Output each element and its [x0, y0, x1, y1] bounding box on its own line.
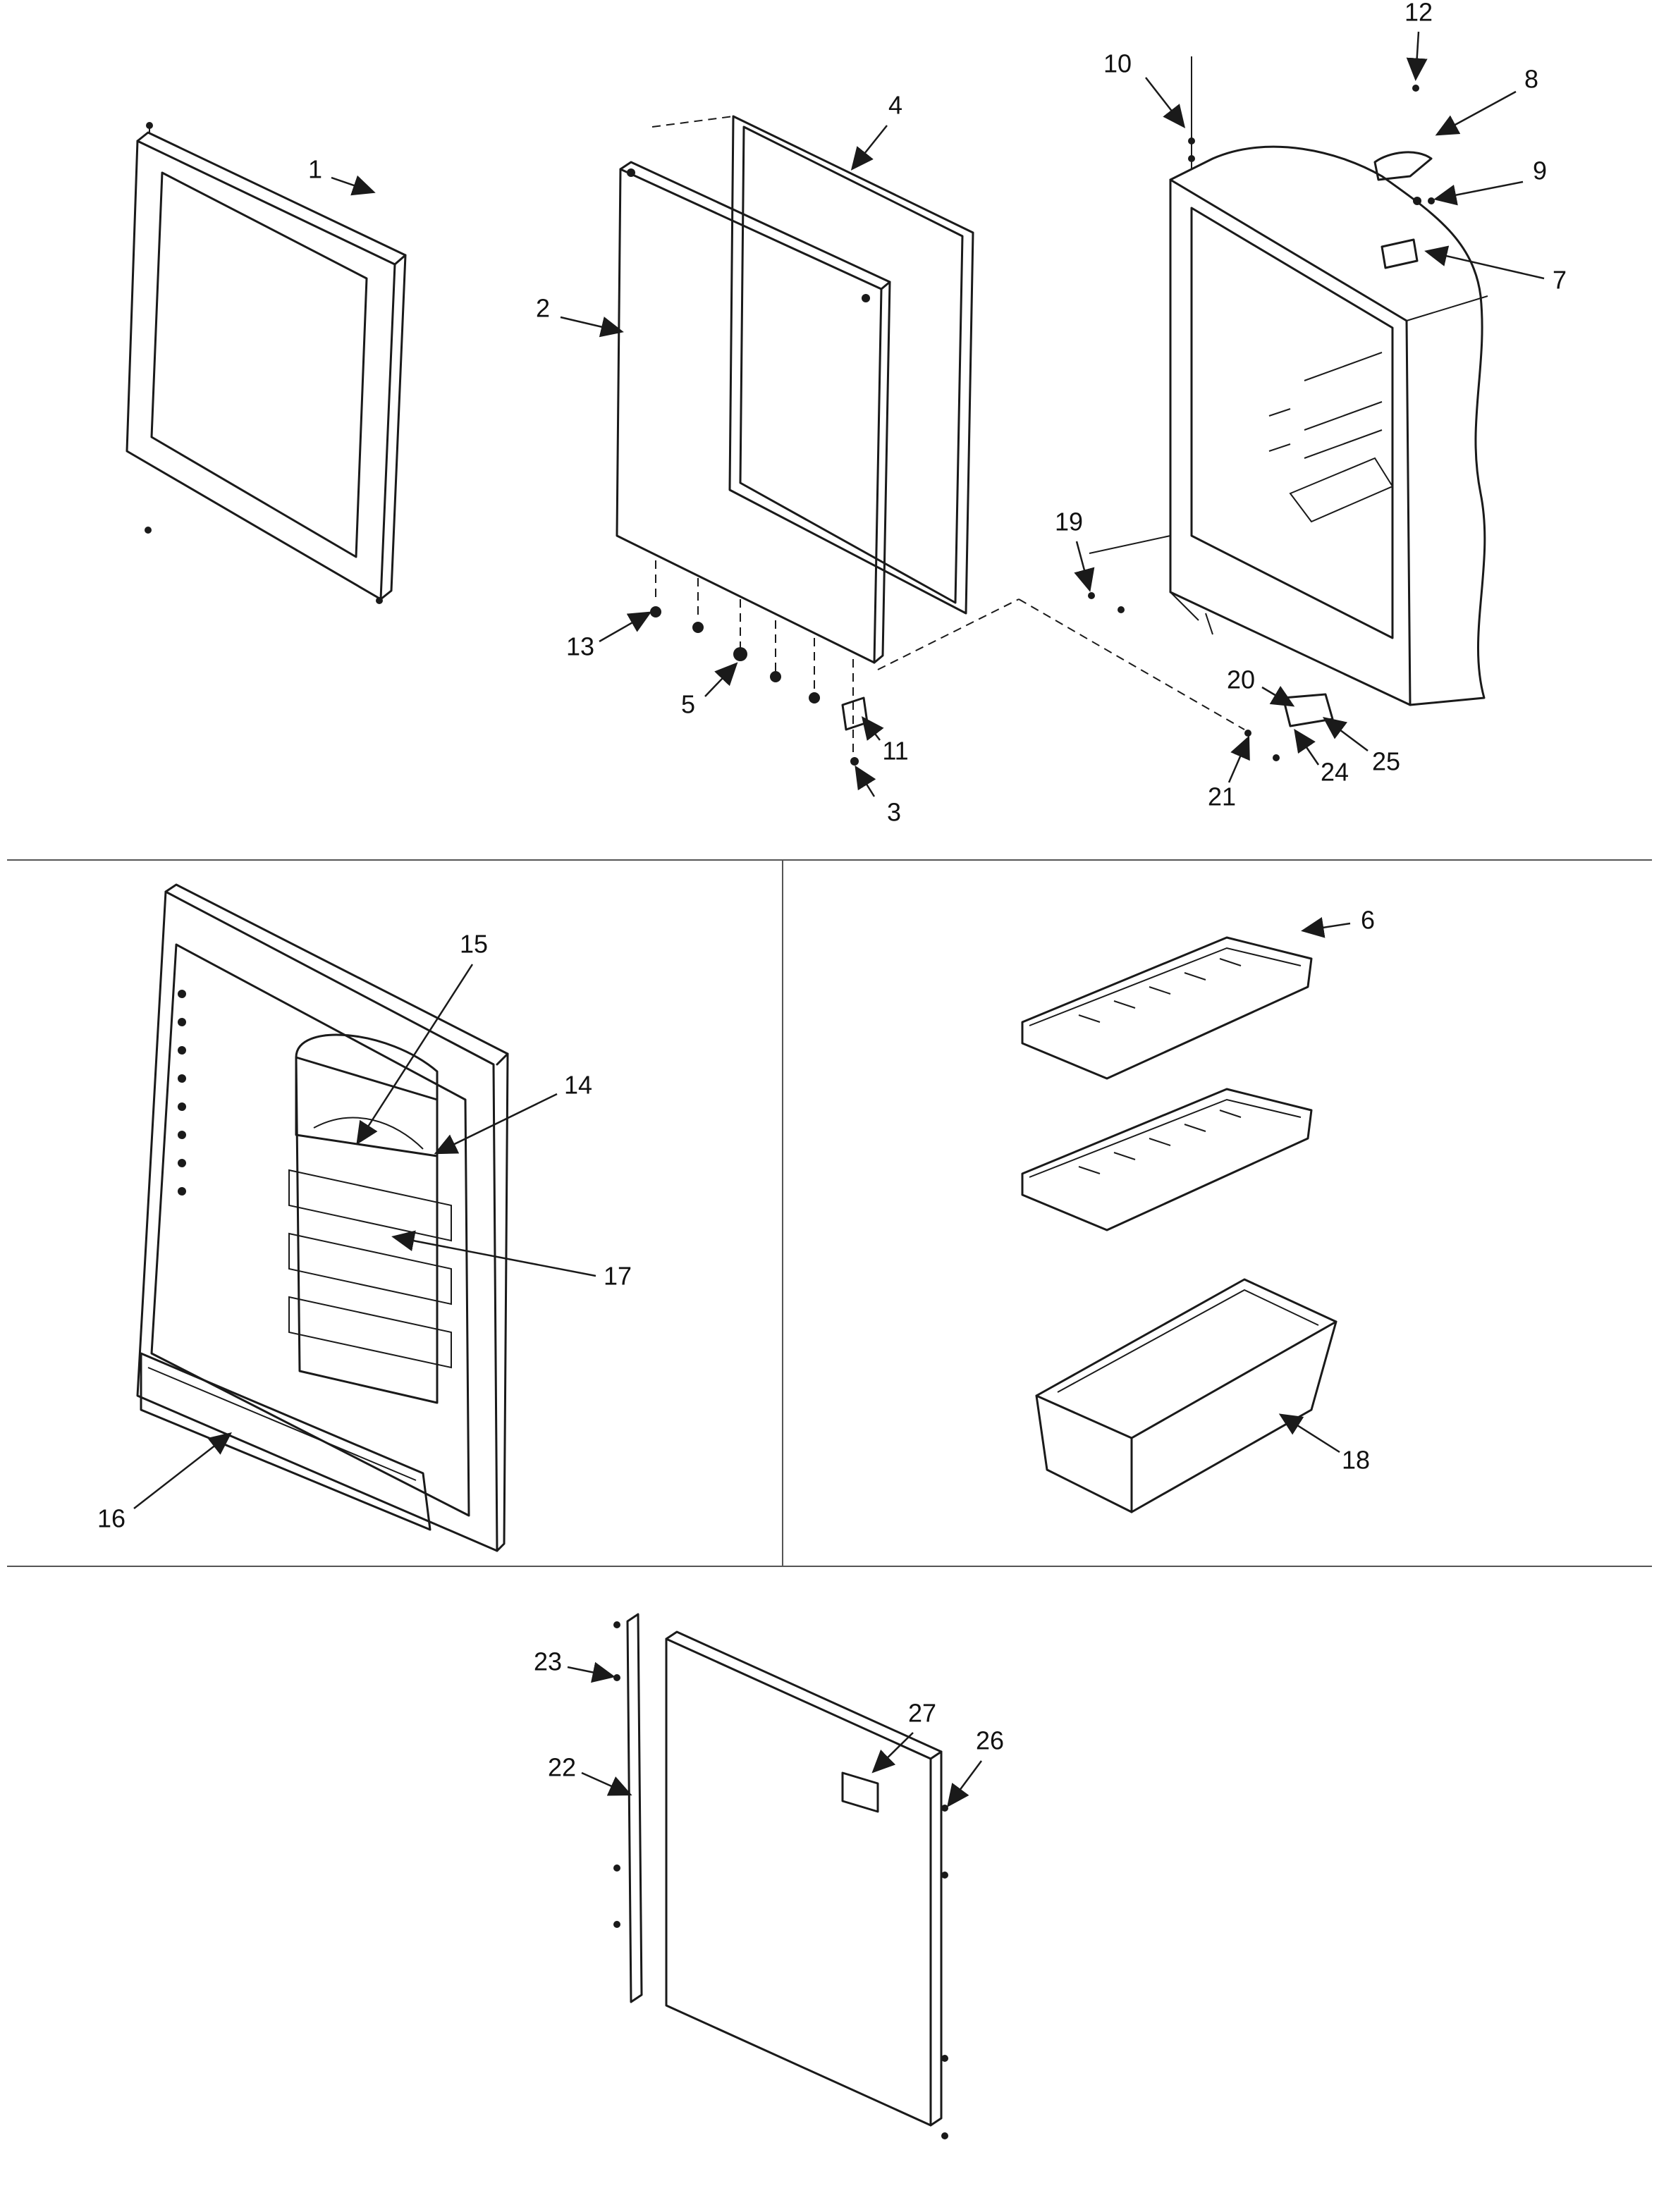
- callout-16: 16: [97, 1504, 126, 1533]
- leader-8: [1435, 90, 1517, 136]
- callout-12: 12: [1404, 0, 1433, 27]
- leader-18: [1278, 1413, 1340, 1454]
- callout-4: 4: [888, 91, 902, 120]
- callout-5: 5: [681, 690, 695, 719]
- leader-24: [1294, 728, 1320, 766]
- callout-15: 15: [460, 930, 488, 959]
- leader-2: [560, 316, 624, 338]
- callout-2: 2: [536, 294, 550, 323]
- callout-18: 18: [1342, 1446, 1370, 1475]
- callout-13: 13: [566, 632, 594, 661]
- leader-27: [871, 1732, 914, 1774]
- leader-22: [581, 1771, 632, 1796]
- hinge-hardware-drawing: [650, 116, 1245, 766]
- leader-12: [1406, 31, 1428, 81]
- leader-4: [850, 125, 888, 171]
- callout-6: 6: [1361, 906, 1375, 935]
- callout-14: 14: [564, 1071, 592, 1100]
- leader-15: [356, 964, 474, 1145]
- leader-9: [1433, 180, 1524, 206]
- leader-16: [133, 1432, 232, 1509]
- leader-17: [391, 1230, 596, 1277]
- callout-22: 22: [548, 1753, 576, 1782]
- door-interior-drawing: [136, 883, 509, 1552]
- callout-21: 21: [1208, 782, 1236, 811]
- door-frame-drawing: [126, 122, 407, 604]
- leader-1: [331, 175, 376, 196]
- callout-24: 24: [1321, 758, 1349, 787]
- callout-9: 9: [1533, 156, 1547, 185]
- leader-6: [1301, 916, 1351, 938]
- callout-11: 11: [882, 737, 908, 766]
- callout-26: 26: [976, 1726, 1004, 1755]
- leader-25: [1323, 717, 1369, 751]
- leader-19: [1074, 541, 1095, 592]
- leader-23: [567, 1661, 616, 1683]
- callout-1: 1: [308, 155, 322, 184]
- callout-7: 7: [1553, 266, 1567, 295]
- callout-3: 3: [887, 798, 901, 827]
- leader-20: [1261, 686, 1295, 707]
- ice-trays-drawing: [1021, 936, 1313, 1231]
- cabinet-drawing: [1088, 56, 1488, 761]
- leader-3: [855, 765, 876, 797]
- door-gasket-drawing: [728, 115, 974, 615]
- callout-20: 20: [1227, 665, 1255, 694]
- leader-13: [599, 611, 652, 643]
- door-panel-drawing: [616, 161, 891, 664]
- callout-19: 19: [1055, 508, 1083, 536]
- ice-bin-drawing: [1035, 1278, 1337, 1513]
- leader-5: [704, 662, 738, 697]
- callout-23: 23: [534, 1647, 562, 1676]
- callout-27: 27: [908, 1699, 936, 1728]
- callout-10: 10: [1103, 49, 1132, 78]
- lower-door-drawing: [613, 1613, 948, 2139]
- callout-8: 8: [1524, 65, 1538, 94]
- callout-17: 17: [604, 1262, 632, 1291]
- leader-26: [947, 1760, 983, 1808]
- leader-14: [434, 1093, 558, 1155]
- leader-11: [861, 716, 884, 741]
- leader-10: [1145, 77, 1186, 128]
- leader-21: [1228, 735, 1250, 783]
- callout-25: 25: [1372, 747, 1400, 776]
- leader-7: [1424, 245, 1545, 280]
